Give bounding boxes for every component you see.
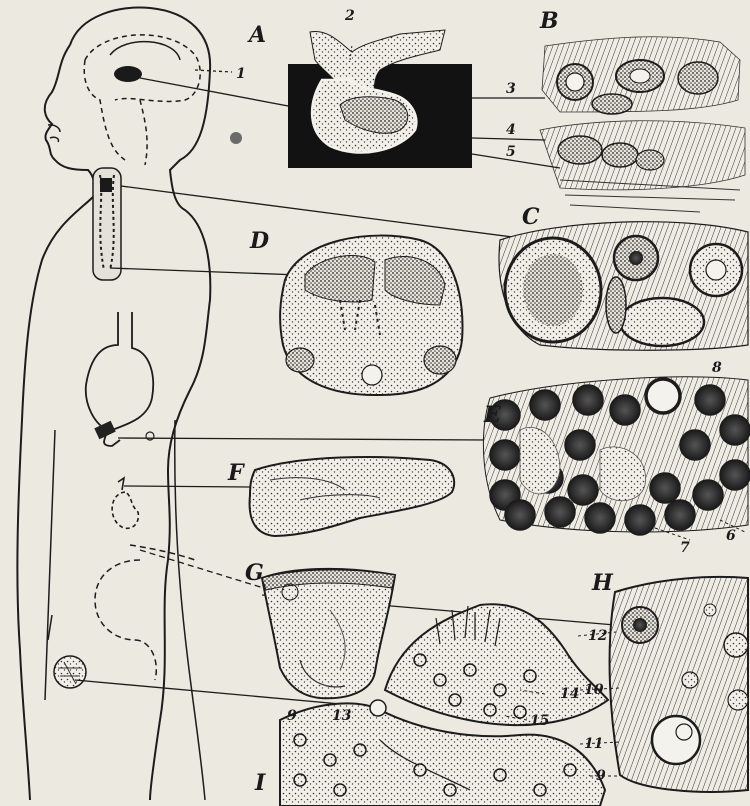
panel-e-cell (490, 440, 520, 470)
label-8: 8 (712, 360, 722, 376)
panel-e-cell (573, 385, 603, 415)
ovary-marker (54, 656, 86, 688)
panel-b-tissue (540, 37, 745, 212)
panel-e-cell (720, 415, 750, 445)
panel-i-cell (449, 694, 461, 706)
label-9-left: 9 (287, 708, 297, 724)
label-2: 2 (344, 8, 355, 24)
panel-i-cell (534, 784, 546, 796)
panel-e-cell (625, 505, 655, 535)
panel-i-cell (494, 684, 506, 696)
label-g: G (245, 560, 264, 586)
panel-i-cell (334, 784, 346, 796)
label-4: 4 (506, 122, 516, 138)
panel-h-tissue (610, 577, 748, 792)
panel-i-cell (414, 654, 426, 666)
panel-e-cell (650, 473, 680, 503)
stray-dot (230, 132, 242, 144)
panel-e-cell (585, 503, 615, 533)
label-13: 13 (332, 708, 352, 724)
label-h: H (591, 570, 614, 596)
panel-f-section (250, 457, 455, 536)
panel-i-cell (564, 764, 576, 776)
panel-e-tissue (483, 377, 750, 540)
panel-i-cell (354, 744, 366, 756)
label-1: 1 (236, 66, 246, 82)
panel-g-section (262, 569, 395, 698)
label-i: I (254, 770, 266, 796)
panel-e-cell (545, 497, 575, 527)
panel-i-cell (514, 706, 526, 718)
label-7: 7 (680, 540, 690, 556)
thyroid-chain (93, 168, 121, 280)
panel-e-cell (665, 500, 695, 530)
panel-a-pituitary-section (288, 30, 472, 168)
panel-i-cell (434, 674, 446, 686)
panel-e-cell (720, 460, 750, 490)
panel-d-adrenal-section (280, 236, 462, 395)
label-15: 15 (530, 713, 549, 729)
panel-e-cell (680, 430, 710, 460)
panel-e-cell (565, 430, 595, 460)
panel-e-cell (505, 500, 535, 530)
label-d: D (249, 228, 269, 254)
panel-e-cell (695, 385, 725, 415)
label-6: 6 (726, 528, 736, 544)
label-14: 14 (560, 686, 579, 702)
panel-i-cell (484, 704, 496, 716)
label-c: C (522, 204, 540, 230)
label-a: A (247, 22, 266, 48)
label-12: 12 (588, 628, 608, 644)
panel-e-cell (610, 395, 640, 425)
panel-i-cell (294, 774, 306, 786)
panel-e-cell (693, 480, 723, 510)
brain-outline (84, 35, 200, 165)
panel-i-cell (494, 769, 506, 781)
panel-i-cell (414, 764, 426, 776)
label-b: B (539, 8, 559, 34)
lower-organ-outline (95, 545, 195, 680)
pituitary-gland (114, 66, 142, 82)
panel-i-cell (464, 664, 476, 676)
panel-i-cell (294, 734, 306, 746)
label-3: 3 (506, 81, 516, 97)
label-f: F (227, 460, 245, 486)
panel-i-cell (324, 754, 336, 766)
human-silhouette (17, 7, 210, 800)
panel-i-cell (524, 670, 536, 682)
stomach-outline (86, 312, 153, 446)
label-e: E (483, 402, 502, 428)
label-5: 5 (506, 144, 516, 160)
panel-e-cell (530, 390, 560, 420)
panel-e-cell (568, 475, 598, 505)
panel-i-cell (444, 784, 456, 796)
panel-c-tissue (499, 222, 748, 351)
